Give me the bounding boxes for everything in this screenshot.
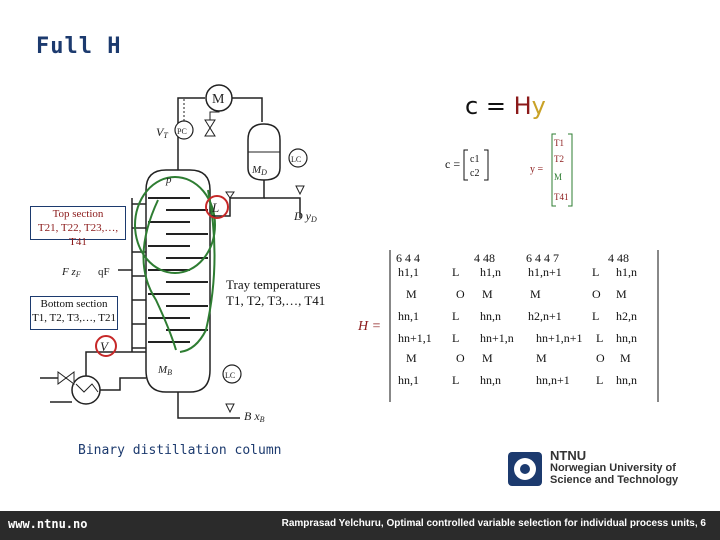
figure-caption: Binary distillation column bbox=[78, 443, 282, 458]
footer-citation: Ramprasad Yelchuru, Optimal controlled v… bbox=[281, 518, 706, 529]
equation-c-hy: c = Hy bbox=[465, 92, 546, 120]
svg-text:T41: T41 bbox=[554, 192, 569, 202]
svg-text:LC: LC bbox=[225, 371, 235, 380]
svg-text:MD: MD bbox=[251, 164, 267, 177]
svg-text:F zF: F zF bbox=[61, 266, 81, 279]
svg-text:4 48: 4 48 bbox=[608, 251, 629, 265]
svg-text:L: L bbox=[452, 309, 459, 323]
ntnu-name-line2: Science and Technology bbox=[550, 474, 679, 486]
equation-y: y bbox=[531, 92, 546, 120]
svg-text:L: L bbox=[592, 309, 599, 323]
svg-text:M: M bbox=[554, 172, 562, 182]
top-section-title: Top section bbox=[52, 208, 104, 220]
svg-text:M: M bbox=[530, 287, 541, 301]
tray-temperatures-label: Tray temperatures T1, T2, T3,…, T41 bbox=[226, 277, 325, 309]
svg-text:hn,n: hn,n bbox=[480, 373, 501, 387]
svg-text:c =: c = bbox=[445, 157, 460, 171]
svg-text:h1,n: h1,n bbox=[616, 265, 637, 279]
svg-text:6 4 4 7: 6 4 4 7 bbox=[526, 251, 559, 265]
svg-text:c1: c1 bbox=[470, 154, 479, 165]
svg-text:T2: T2 bbox=[554, 154, 564, 164]
svg-text:M: M bbox=[406, 351, 417, 365]
svg-text:hn,1: hn,1 bbox=[398, 309, 419, 323]
svg-text:L: L bbox=[596, 373, 603, 387]
svg-text:L: L bbox=[452, 265, 459, 279]
bottom-section-label: Bottom section T1, T2, T3,…, T21 bbox=[30, 296, 118, 330]
svg-text:M: M bbox=[616, 287, 627, 301]
svg-text:6 4 4: 6 4 4 bbox=[396, 251, 420, 265]
top-section-temps: T21, T22, T23,…, T41 bbox=[37, 222, 119, 248]
svg-text:MB: MB bbox=[157, 364, 172, 377]
svg-text:hn,n+1: hn,n+1 bbox=[536, 373, 570, 387]
svg-text:M: M bbox=[406, 287, 417, 301]
ntnu-acronym: NTNU bbox=[550, 448, 587, 463]
svg-text:hn,1: hn,1 bbox=[398, 373, 419, 387]
bottom-section-temps: T1, T2, T3,…, T21 bbox=[31, 312, 117, 324]
svg-text:L: L bbox=[452, 373, 459, 387]
svg-text:p: p bbox=[165, 174, 172, 186]
svg-text:c2: c2 bbox=[470, 168, 479, 179]
ntnu-name: NTNU Norwegian University of Science and… bbox=[550, 448, 679, 486]
slide-title: Full H bbox=[36, 34, 122, 59]
svg-text:h2,n: h2,n bbox=[616, 309, 637, 323]
svg-text:L: L bbox=[592, 265, 599, 279]
svg-text:qF: qF bbox=[98, 266, 110, 278]
tray-temperatures-list: T1, T2, T3,…, T41 bbox=[226, 293, 326, 308]
tray-temperatures-title: Tray temperatures bbox=[226, 277, 321, 292]
svg-text:M: M bbox=[536, 351, 547, 365]
equation-h: H bbox=[513, 92, 532, 120]
svg-text:PC: PC bbox=[177, 127, 187, 136]
ntnu-logo bbox=[508, 452, 542, 486]
svg-text:B xB: B xB bbox=[244, 409, 265, 424]
svg-text:VT: VT bbox=[156, 125, 168, 140]
svg-text:M: M bbox=[212, 92, 225, 107]
svg-text:M: M bbox=[482, 351, 493, 365]
bottom-section-title: Bottom section bbox=[40, 298, 108, 310]
top-section-label: Top section T21, T22, T23,…, T41 bbox=[30, 206, 126, 248]
svg-text:h1,1: h1,1 bbox=[398, 265, 419, 279]
svg-text:M: M bbox=[620, 351, 631, 365]
svg-text:H =: H = bbox=[357, 319, 381, 334]
svg-text:O: O bbox=[596, 351, 605, 365]
svg-text:D yD: D yD bbox=[293, 209, 317, 224]
svg-text:hn+1,1: hn+1,1 bbox=[398, 331, 432, 345]
ntnu-name-line1: Norwegian University of bbox=[550, 462, 676, 474]
svg-text:M: M bbox=[482, 287, 493, 301]
svg-text:L: L bbox=[211, 200, 219, 215]
svg-text:4 48: 4 48 bbox=[474, 251, 495, 265]
svg-text:O: O bbox=[456, 351, 465, 365]
svg-text:T1: T1 bbox=[554, 138, 564, 148]
footer-url[interactable]: www.ntnu.no bbox=[8, 517, 88, 531]
svg-text:L: L bbox=[596, 331, 603, 345]
svg-text:hn+1,n+1: hn+1,n+1 bbox=[536, 331, 583, 345]
svg-text:LC: LC bbox=[291, 155, 301, 164]
svg-text:L: L bbox=[452, 331, 459, 345]
svg-text:hn,n: hn,n bbox=[616, 373, 637, 387]
svg-text:hn,n: hn,n bbox=[480, 309, 501, 323]
svg-text:y =: y = bbox=[530, 164, 544, 175]
svg-text:h1,n+1: h1,n+1 bbox=[528, 265, 562, 279]
svg-text:h2,n+1: h2,n+1 bbox=[528, 309, 562, 323]
distillation-column-diagram: M MD PC VT LC L D yD p F zF qF MB bbox=[40, 84, 317, 424]
svg-text:V: V bbox=[100, 339, 110, 354]
svg-text:h1,n: h1,n bbox=[480, 265, 501, 279]
svg-text:hn,n: hn,n bbox=[616, 331, 637, 345]
h-matrix-equation: c = c1 c2 y = T1 T2 M T41 H = 6 4 4 4 48… bbox=[357, 133, 659, 402]
svg-text:O: O bbox=[592, 287, 601, 301]
equation-lhs: c = bbox=[465, 92, 514, 120]
footer-bar bbox=[0, 511, 720, 540]
svg-text:O: O bbox=[456, 287, 465, 301]
svg-text:hn+1,n: hn+1,n bbox=[480, 331, 514, 345]
